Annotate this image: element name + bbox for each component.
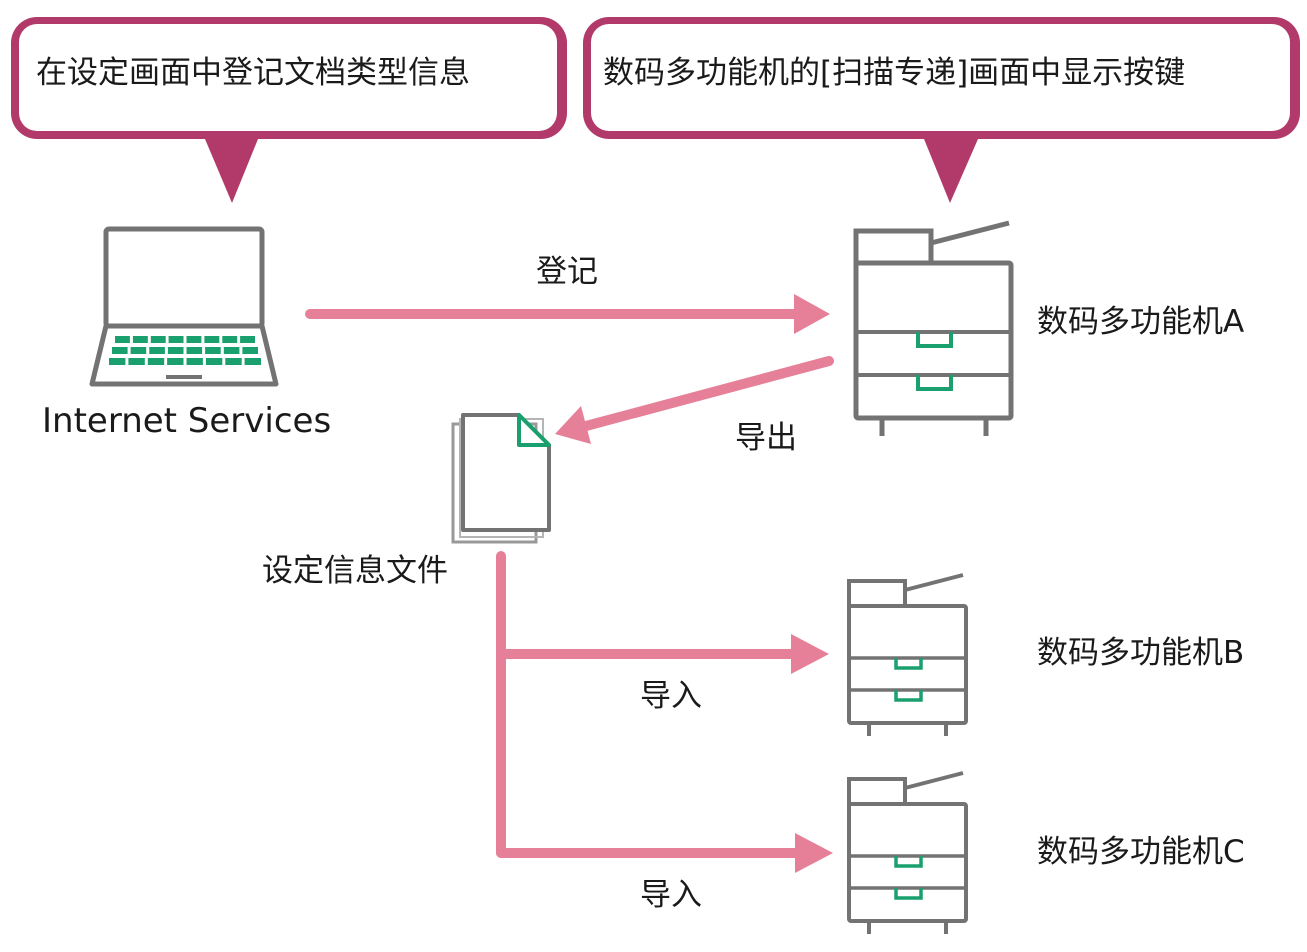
export-label: 导出 — [735, 420, 797, 456]
keyboard-key — [132, 336, 148, 343]
keyboard-key — [149, 347, 165, 354]
keyboard-key — [242, 347, 258, 354]
mfp-b-label: 数码多功能机B — [1037, 635, 1245, 671]
keyboard-key — [223, 347, 240, 354]
keyboard-key — [205, 358, 223, 365]
register-arrow — [305, 294, 830, 334]
callout-left — [11, 17, 567, 203]
keyboard-key — [115, 336, 130, 343]
laptop-icon — [89, 226, 279, 387]
keyboard-key — [112, 347, 128, 354]
keyboard-key — [130, 347, 147, 354]
keyboard-key — [186, 358, 203, 365]
keyboard-key — [205, 347, 221, 354]
import-arrows — [496, 551, 833, 873]
keyboard-key — [150, 336, 166, 343]
export-arrow — [555, 356, 834, 444]
keyboard-key — [167, 347, 184, 354]
keyboard-key — [168, 336, 184, 343]
document-stack-icon — [451, 413, 551, 544]
internet-services-label: Internet Services — [42, 401, 332, 441]
keyboard-key — [240, 336, 255, 343]
settings-file-label: 设定信息文件 — [262, 553, 448, 589]
mfp-c-label: 数码多功能机C — [1037, 834, 1245, 870]
keyboard-key — [244, 358, 261, 365]
keyboard-key — [147, 358, 165, 365]
keyboard-key — [186, 336, 202, 343]
keyboard-key — [128, 358, 145, 365]
keyboard-key — [204, 336, 220, 343]
keyboard-key — [186, 347, 203, 354]
keyboard-key — [167, 358, 184, 365]
mfp-icon-c — [847, 771, 968, 934]
import-b-label: 导入 — [640, 678, 702, 714]
callout-right — [583, 17, 1300, 203]
mfp-icon-b — [847, 573, 968, 736]
import-c-label: 导入 — [640, 877, 702, 913]
keyboard-key — [222, 336, 238, 343]
keyboard-keys — [109, 336, 261, 365]
keyboard-key — [109, 358, 126, 365]
register-label: 登记 — [536, 254, 598, 290]
callout-left-text: 在设定画面中登记文档类型信息 — [36, 55, 470, 91]
callout-right-text: 数码多功能机的[扫描专递]画面中显示按键 — [603, 55, 1186, 91]
keyboard-key — [225, 358, 242, 365]
mfp-a-label: 数码多功能机A — [1037, 304, 1245, 340]
mfp-icon-a — [853, 220, 1014, 436]
